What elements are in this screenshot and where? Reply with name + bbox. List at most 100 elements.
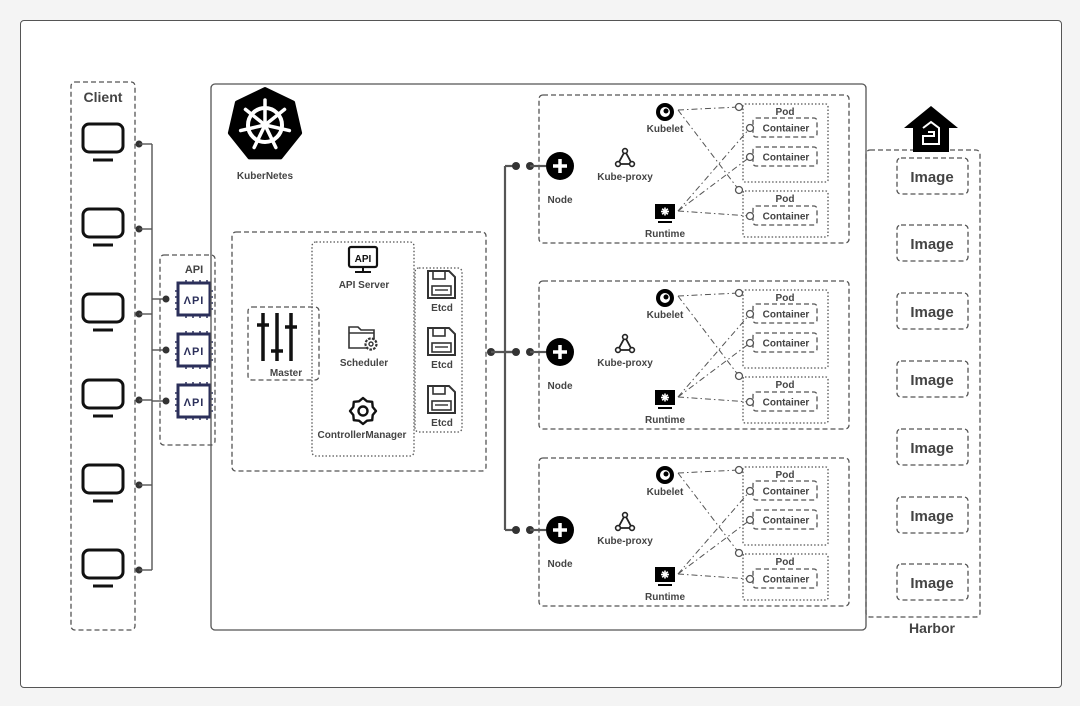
- container-label: Container: [763, 575, 810, 586]
- image-label: Image: [910, 575, 953, 592]
- harbor-title: Harbor: [909, 620, 955, 636]
- etcd-store[interactable]: Etcd: [427, 385, 456, 429]
- container-box: [752, 568, 818, 589]
- client-terminal[interactable]: [81, 378, 152, 418]
- connector-ring: [745, 515, 755, 525]
- scheduler-label: Scheduler: [340, 358, 388, 369]
- plus-circle-icon: [546, 516, 574, 544]
- runtime-container-link: [677, 396, 751, 403]
- client-group: Client: [70, 81, 153, 631]
- client-terminal[interactable]: [81, 207, 152, 247]
- node-label: Node: [548, 381, 573, 392]
- api-chip-icon[interactable]: ΛPI: [175, 280, 213, 318]
- runtime-container-link: [677, 519, 751, 575]
- container-box: [752, 509, 818, 530]
- wheel-spoke: [264, 126, 278, 150]
- api-server-label: API Server: [339, 280, 390, 291]
- shutter: [432, 385, 446, 395]
- harbor-image[interactable]: Image: [896, 360, 969, 398]
- harbor-image[interactable]: Image: [896, 563, 969, 601]
- client-terminal[interactable]: [81, 292, 152, 332]
- master-boundary: [231, 231, 487, 472]
- api-chip-icon[interactable]: ΛPI: [175, 331, 213, 369]
- harbor-image[interactable]: Image: [896, 292, 969, 330]
- kubelet-pod-link: [677, 472, 740, 554]
- pod-box: [742, 376, 829, 424]
- kube-proxy-label: Kube-proxy: [597, 172, 653, 183]
- pod-label: Pod: [776, 194, 795, 205]
- folder-gear-icon: [348, 326, 378, 351]
- container[interactable]: Container: [752, 568, 818, 589]
- harbor-image[interactable]: Image: [896, 224, 969, 262]
- client-terminal[interactable]: [81, 122, 152, 162]
- node-boundary: [538, 280, 850, 430]
- container-box: [752, 117, 818, 138]
- harbor-image[interactable]: Image: [896, 496, 969, 534]
- pupil: [663, 471, 669, 477]
- network-triangle-icon: [614, 333, 636, 354]
- vertex: [614, 524, 622, 532]
- container[interactable]: Container: [752, 117, 818, 138]
- container[interactable]: Container: [752, 146, 818, 167]
- cluster-title: KuberNetes: [237, 171, 294, 182]
- connector-ring: [745, 309, 755, 319]
- kubelet-label: Kubelet: [647, 124, 684, 135]
- container[interactable]: Container: [752, 480, 818, 501]
- worker-node[interactable]: NodeKube-proxyKubeletRuntimePodPodContai…: [505, 457, 850, 607]
- monitor-icon: [81, 548, 125, 588]
- image-box: [896, 428, 969, 466]
- chip-label: ΛPI: [184, 295, 205, 307]
- floppy-disk-icon: [427, 385, 456, 414]
- container[interactable]: Container: [752, 509, 818, 530]
- harbor-image[interactable]: Image: [896, 157, 969, 195]
- pod-label: Pod: [776, 470, 795, 481]
- container[interactable]: Container: [752, 391, 818, 412]
- pod-box: [742, 190, 829, 238]
- client-terminal[interactable]: [81, 463, 152, 503]
- connector-ring: [734, 102, 744, 112]
- gear-icon: [348, 396, 378, 426]
- runtime-container-link: [677, 313, 751, 398]
- client-terminal[interactable]: [81, 548, 152, 588]
- container-label: Container: [763, 153, 810, 164]
- kubelet-pod-link: [677, 109, 740, 191]
- api-connector-dot: [162, 346, 170, 354]
- image-box: [896, 496, 969, 534]
- eye-icon: [656, 103, 674, 121]
- gear: [364, 337, 378, 351]
- connector-ring: [745, 486, 755, 496]
- etcd-store[interactable]: Etcd: [427, 327, 456, 371]
- vertex: [614, 346, 622, 354]
- container-box: [752, 303, 818, 324]
- worker-node[interactable]: NodeKube-proxyKubeletRuntimePodPodContai…: [505, 94, 850, 244]
- components-box: [311, 241, 415, 457]
- connector-ring: [734, 371, 744, 381]
- shutter: [432, 327, 446, 337]
- etcd-store[interactable]: Etcd: [427, 270, 456, 314]
- container[interactable]: Container: [752, 332, 818, 353]
- connector-ring: [745, 338, 755, 348]
- runtime-monitor-icon: [655, 390, 675, 409]
- chip-label: ΛPI: [184, 346, 205, 358]
- connector-ring: [734, 465, 744, 475]
- container[interactable]: Container: [752, 303, 818, 324]
- kube-proxy-label: Kube-proxy: [597, 358, 653, 369]
- container[interactable]: Container: [752, 205, 818, 226]
- image-box: [896, 224, 969, 262]
- api-connector-dot: [162, 397, 170, 405]
- worker-node[interactable]: NodeKube-proxyKubeletRuntimePodPodContai…: [505, 280, 850, 430]
- wheel-spoke: [266, 107, 287, 125]
- container-label: Container: [763, 487, 810, 498]
- harbor-image[interactable]: Image: [896, 428, 969, 466]
- api-chip-icon[interactable]: ΛPI: [175, 382, 213, 420]
- chip-label: ΛPI: [184, 397, 205, 409]
- vertex: [621, 511, 629, 519]
- container-box: [752, 391, 818, 412]
- container-label: Container: [763, 516, 810, 527]
- monitor-icon: [81, 292, 125, 332]
- node-boundary: [538, 457, 850, 607]
- house: [904, 106, 958, 152]
- etcd-label: Etcd: [431, 303, 453, 314]
- runtime-monitor-icon: [655, 204, 675, 223]
